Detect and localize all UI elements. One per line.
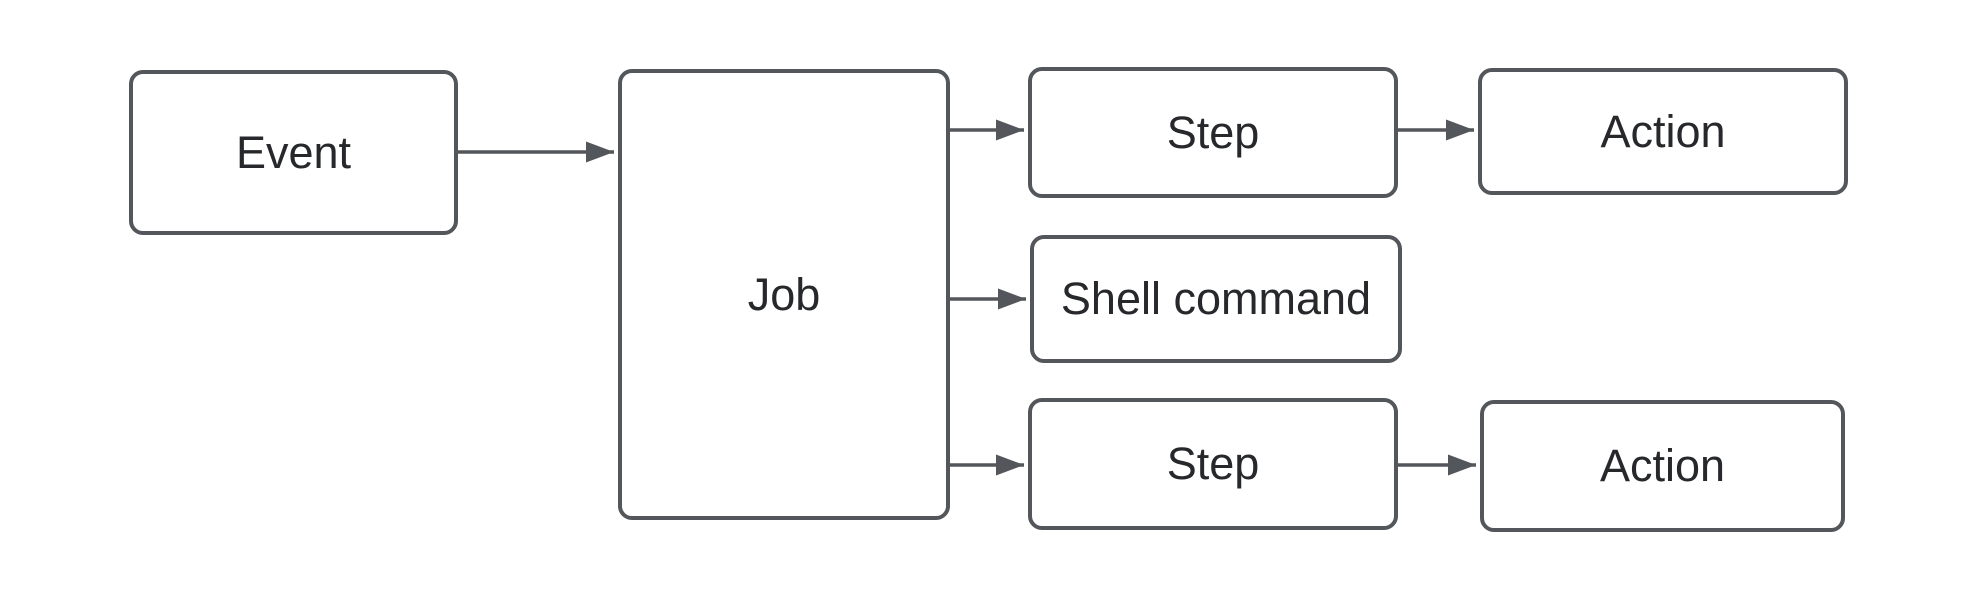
node-job-label: Job (747, 268, 821, 320)
node-event-label: Event (235, 126, 352, 178)
node-step-bottom-label: Step (1166, 438, 1260, 489)
node-action-top: Action (1478, 68, 1848, 195)
node-event: Event (129, 70, 458, 235)
node-step-bottom: Step (1028, 398, 1398, 530)
node-shell-command-label: Shell command (1060, 273, 1372, 324)
node-action-bottom-label: Action (1599, 440, 1726, 491)
node-shell-command: Shell command (1030, 235, 1402, 363)
node-job: Job (618, 69, 950, 520)
node-step-top: Step (1028, 67, 1398, 198)
node-action-top-label: Action (1600, 105, 1726, 157)
node-action-bottom: Action (1480, 400, 1845, 532)
node-step-top-label: Step (1166, 106, 1260, 158)
